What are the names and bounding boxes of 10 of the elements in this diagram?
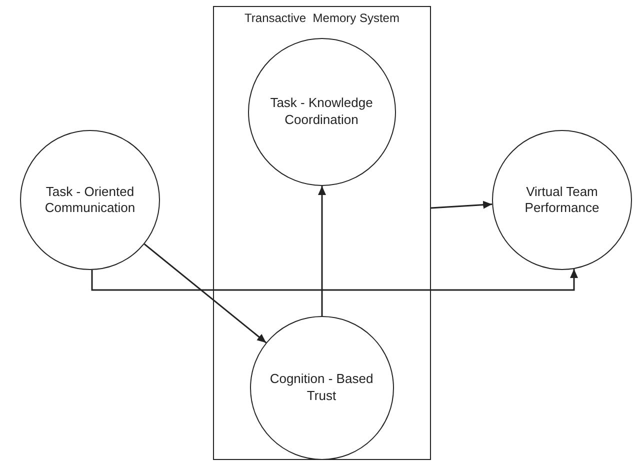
arrow — [430, 200, 492, 209]
group-box — [213, 6, 431, 460]
node-label: Task - Knowledge Coordination — [269, 95, 374, 128]
node-label: Cognition - Based Trust — [268, 371, 374, 404]
node-label: Task - Oriented Communication — [44, 184, 136, 216]
node-label: Virtual Team Performance — [524, 184, 600, 216]
group-title: Transactive Memory System — [244, 11, 400, 25]
arrow — [91, 269, 578, 291]
arrow — [144, 244, 267, 344]
arrow — [318, 186, 326, 316]
